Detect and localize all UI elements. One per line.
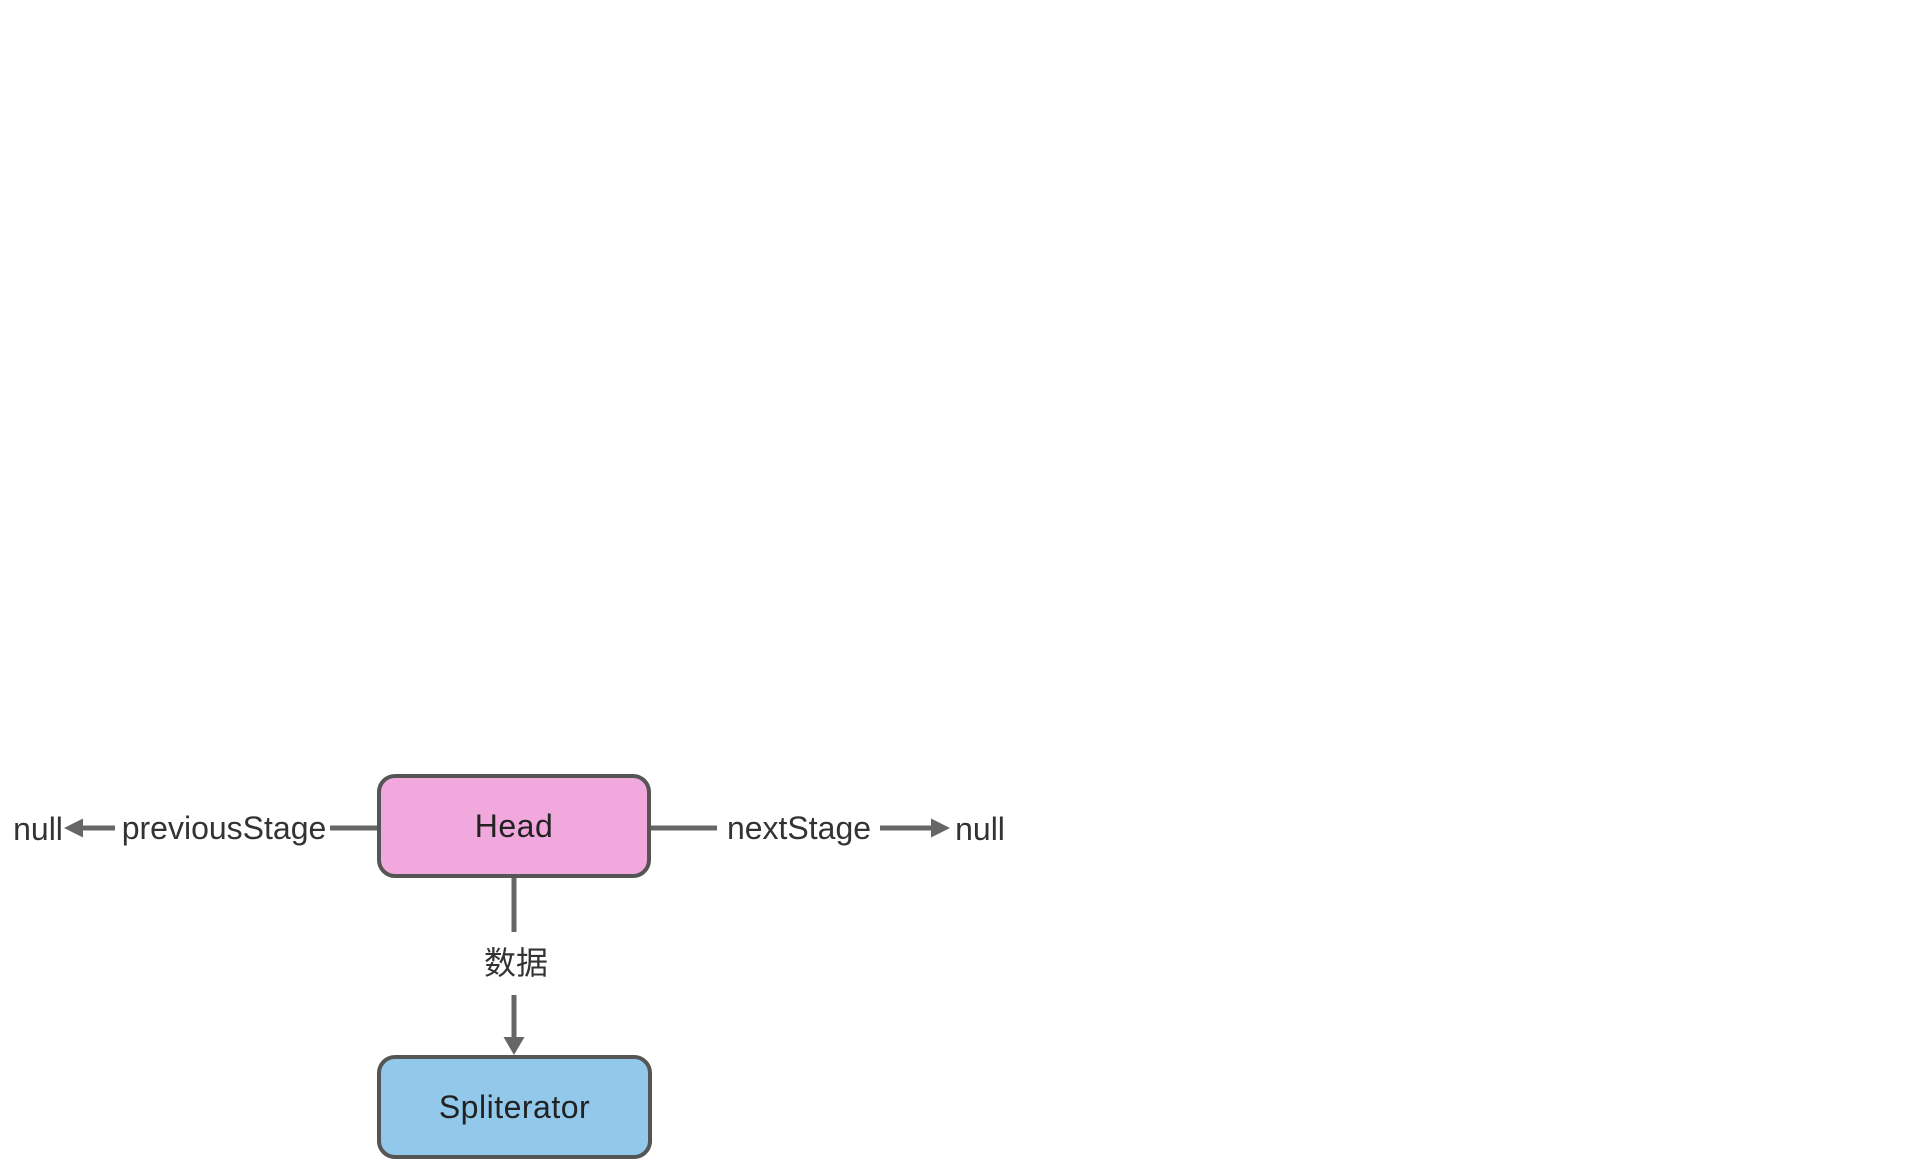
node-spliterator: Spliterator	[377, 1055, 652, 1159]
node-spliterator-label: Spliterator	[438, 1089, 591, 1125]
node-head: Head	[377, 774, 651, 878]
terminal-null-left: null	[13, 811, 63, 847]
terminal-null-right: null	[955, 811, 1005, 847]
arrowhead-down-icon	[503, 1037, 525, 1055]
edge-label-previous-stage: previousStage	[121, 810, 327, 846]
arrowhead-right-icon	[931, 818, 950, 838]
arrowhead-left-icon	[64, 818, 83, 838]
node-head-label: Head	[474, 808, 554, 844]
edge-label-next-stage: nextStage	[726, 810, 872, 846]
edge-label-data: 数据	[483, 945, 549, 981]
